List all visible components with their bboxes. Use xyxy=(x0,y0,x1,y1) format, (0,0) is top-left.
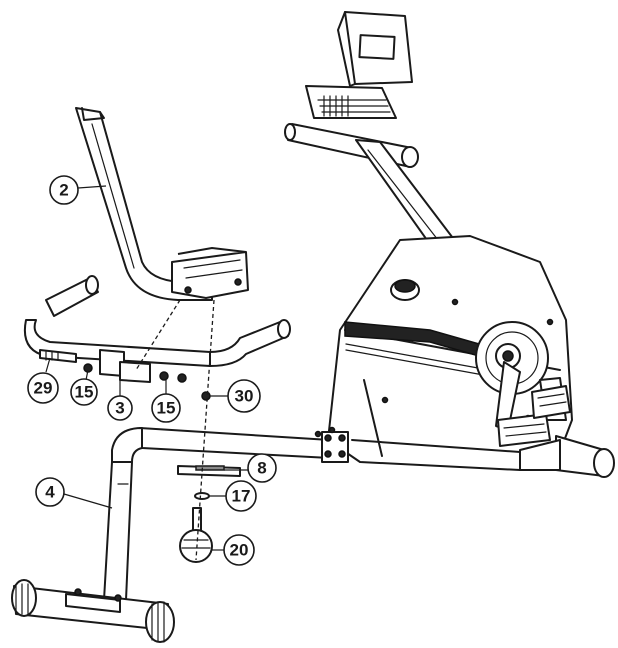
rear-stabilizer xyxy=(519,435,615,478)
callout-29: 29 xyxy=(27,357,59,404)
callout-15b: 15 xyxy=(151,380,181,423)
callout-15a: 15 xyxy=(70,369,98,406)
callout-8: 8 xyxy=(224,453,277,483)
callout-label-29: 29 xyxy=(34,379,53,398)
main-frame-rail xyxy=(139,426,349,463)
front-post-assembly xyxy=(11,427,175,643)
callout-30: 30 xyxy=(210,379,261,413)
callout-label-2: 2 xyxy=(59,181,68,200)
console-monitor xyxy=(305,11,413,119)
callout-label-17: 17 xyxy=(232,487,251,506)
callout-label-3: 3 xyxy=(115,399,124,418)
callout-4: 4 xyxy=(35,477,113,509)
callout-label-15b: 15 xyxy=(157,399,176,418)
callout-17: 17 xyxy=(208,480,257,512)
callout-label-20: 20 xyxy=(230,541,249,560)
callout-20: 20 xyxy=(212,534,255,566)
callout-label-30: 30 xyxy=(235,387,254,406)
callout-label-8: 8 xyxy=(257,459,266,478)
callout-2: 2 xyxy=(49,175,107,205)
upper-handlebar xyxy=(284,123,419,168)
flywheel-crank xyxy=(475,321,567,431)
seat-post-bracket xyxy=(75,107,249,301)
hardware-parts xyxy=(39,349,241,563)
pedals xyxy=(497,385,571,447)
callout-label-4: 4 xyxy=(45,483,55,502)
assembly-guide-lines xyxy=(135,299,215,561)
callout-label-15a: 15 xyxy=(75,383,94,402)
callout-3: 3 xyxy=(107,378,133,421)
